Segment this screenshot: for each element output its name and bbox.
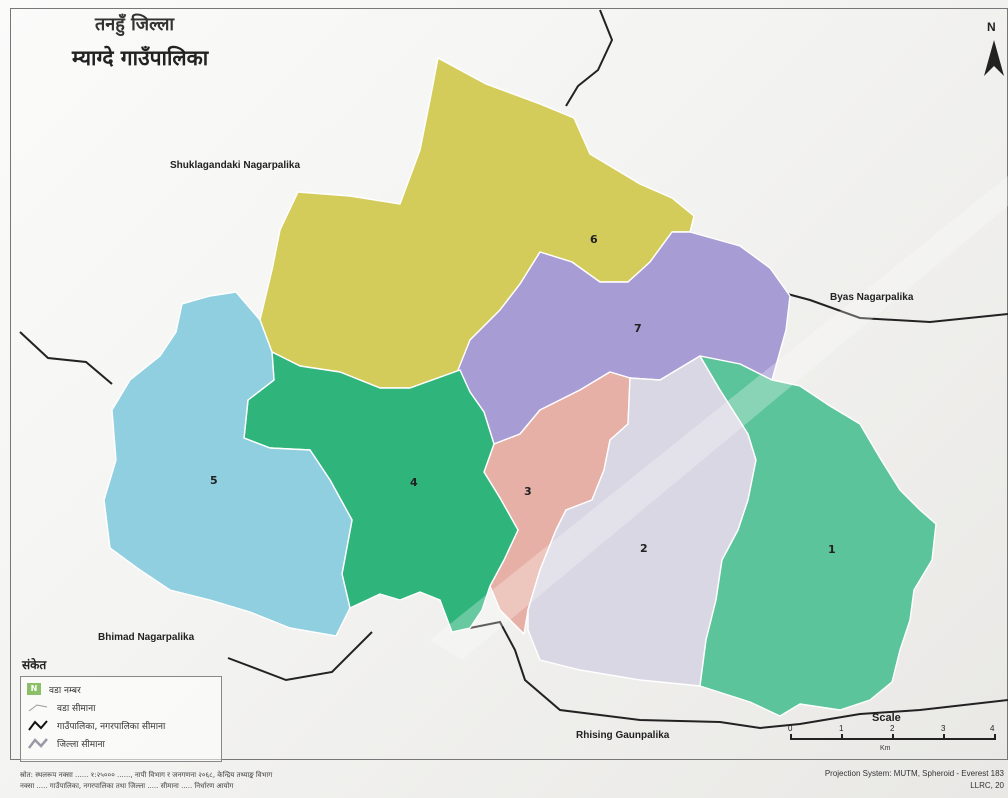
- legend-label-municipal-boundary: गाउँपालिका, नगरपालिका सीमाना: [57, 721, 166, 732]
- scale-label-0: 0: [788, 724, 793, 733]
- municipal-boundary-symbol: [27, 719, 49, 731]
- neighbor-label-south: Rhising Gaunpalika: [576, 730, 670, 741]
- projection-note-line-1: Projection System: MUTM, Spheroid - Ever…: [824, 769, 1004, 778]
- scale-unit: Km: [880, 745, 891, 752]
- legend-row-ward-number: N वडा नम्बर: [27, 681, 81, 697]
- legend-label-district-boundary: जिल्ला सीमाना: [57, 739, 105, 750]
- scale-label-1: 1: [839, 724, 844, 733]
- legend-title: संकेत: [22, 658, 47, 672]
- source-note-line-2: नक्सा ..... गाउँपालिका, नगरपालिका तथा जि…: [20, 782, 234, 790]
- ward-labels: 1 2 3 4 5 6 7: [210, 233, 836, 556]
- boundary-line-south: [469, 620, 1008, 730]
- ward-5-area: [103, 291, 353, 637]
- legend-label-ward-boundary: वडा सीमाना: [57, 703, 96, 714]
- scale-tick-4: [994, 734, 996, 740]
- boundary-line-north: [565, 9, 614, 107]
- scale-tick-1: [841, 734, 843, 740]
- source-note: स्रोत: स्थलरूप नक्सा ...... १:२५००० ....…: [20, 770, 640, 792]
- scale-label-3: 3: [941, 724, 946, 733]
- boundary-line-west: [19, 331, 113, 385]
- scale-tick-3: [943, 734, 945, 740]
- legend-row-district-boundary: जिल्ला सीमाना: [27, 735, 105, 751]
- scale-tick-2: [892, 734, 894, 740]
- projection-note: Projection System: MUTM, Spheroid - Ever…: [754, 768, 1004, 792]
- ward-label-6: 6: [590, 233, 598, 246]
- ward-number-symbol: N: [27, 683, 41, 695]
- scale-label-2: 2: [890, 724, 895, 733]
- scale-tick-0: [790, 734, 792, 740]
- neighbor-label-west: Bhimad Nagarpalika: [98, 632, 195, 643]
- ward-label-4: 4: [410, 476, 418, 489]
- legend-box: N वडा नम्बर वडा सीमाना गाउँपालिका, नगरपा…: [20, 676, 222, 762]
- legend-row-ward-boundary: वडा सीमाना: [27, 699, 95, 715]
- legend-label-ward-number: वडा नम्बर: [49, 685, 81, 696]
- legend-row-municipal-boundary: गाउँपालिका, नगरपालिका सीमाना: [27, 717, 165, 733]
- neighbor-labels: Shuklagandaki Nagarpalika Byas Nagarpali…: [98, 160, 914, 741]
- district-boundary-symbol: [27, 737, 49, 749]
- ward-label-7: 7: [634, 322, 642, 335]
- boundary-line-south-west: [227, 631, 373, 682]
- projection-note-line-2: LLRC, 20: [970, 781, 1004, 790]
- municipality-title: म्याग्दे गाउँपालिका: [72, 45, 209, 70]
- neighbor-label-east: Byas Nagarpalika: [830, 292, 914, 303]
- scale-label-4: 4: [990, 724, 995, 733]
- ward-label-2: 2: [640, 542, 648, 555]
- ward-1-area: [699, 355, 937, 717]
- ward-label-5: 5: [210, 474, 218, 487]
- ward-label-1: 1: [828, 543, 836, 556]
- glare-streak: [430, 176, 1008, 660]
- scale-bar: 0 1 2 3 4: [788, 724, 996, 740]
- neighbor-label-north: Shuklagandaki Nagarpalika: [170, 160, 300, 171]
- ward-boundary-symbol: [27, 701, 49, 713]
- north-letter: N: [987, 20, 996, 34]
- north-arrow-icon: [984, 40, 1004, 76]
- source-note-line-1: स्रोत: स्थलरूप नक्सा ...... १:२५००० ....…: [20, 771, 273, 779]
- scale-title: Scale: [872, 712, 901, 724]
- ward-label-3: 3: [524, 485, 532, 498]
- district-title: तनहुँ जिल्ला: [95, 14, 175, 35]
- boundary-line-east: [779, 291, 1008, 324]
- boundary-lines: [19, 9, 1008, 730]
- ward-polygons: [103, 57, 937, 717]
